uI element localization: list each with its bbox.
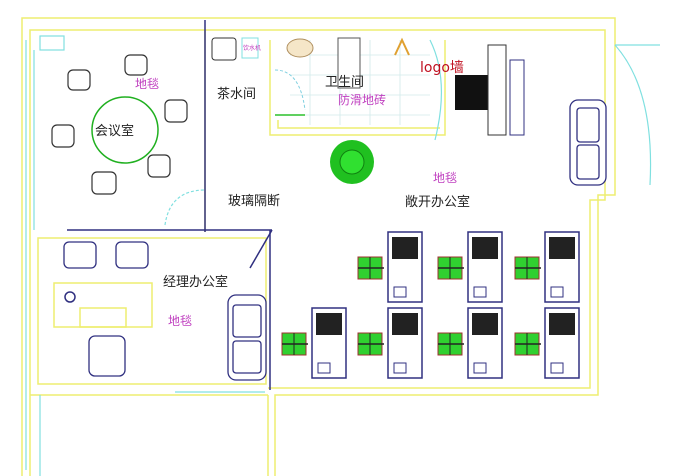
workstation: [357, 307, 423, 379]
water-dispenser-label: 饮水机: [243, 44, 261, 52]
open-office-label: 敞开办公室: [405, 194, 470, 210]
meeting-chairs: [51, 54, 188, 195]
office-chair-icon: [437, 256, 464, 280]
tea-room-label: 茶水间: [217, 86, 256, 102]
workstations: [281, 231, 580, 379]
restroom-floor-label: 防滑地砖: [338, 92, 386, 107]
office-chair-icon: [281, 332, 308, 356]
partitions: [67, 20, 273, 390]
plant-icon: [330, 140, 374, 184]
meeting-table: [91, 96, 159, 164]
carpet-label: 地毯: [433, 171, 457, 185]
manager-furniture: [63, 241, 267, 381]
office-chair-icon: [357, 332, 384, 356]
workstation: [437, 231, 503, 303]
office-chair-icon: [514, 256, 541, 280]
workstation: [514, 307, 580, 379]
manager-office-label: 经理办公室: [163, 274, 228, 290]
manager-desk: [53, 282, 153, 328]
workstation: [357, 231, 423, 303]
carpet-label: 地毯: [135, 77, 159, 91]
workstation: [437, 307, 503, 379]
restroom-fixtures: [211, 37, 410, 116]
lounge-sofa: [569, 99, 607, 186]
reception-desk: [455, 44, 525, 136]
office-chair-icon: [514, 332, 541, 356]
glass-partition-label: 玻璃隔断: [228, 194, 280, 209]
workstation: [514, 231, 580, 303]
windows: [25, 35, 660, 476]
office-chair-icon: [357, 256, 384, 280]
meeting-room-label: 会议室: [95, 123, 134, 139]
restroom-label: 卫生间: [325, 75, 364, 90]
logo-wall-label: logo墙: [420, 60, 464, 76]
walls: [21, 17, 616, 476]
office-chair-icon: [437, 332, 464, 356]
workstation: [281, 307, 347, 379]
carpet-label: 地毯: [168, 314, 192, 328]
